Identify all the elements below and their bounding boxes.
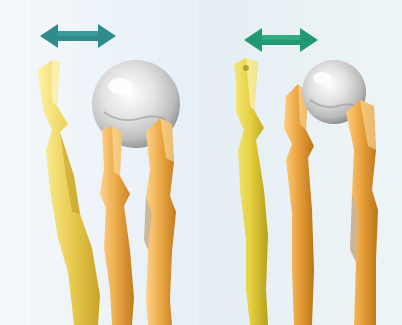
right-panel-illustration	[210, 0, 402, 325]
right-panel	[210, 0, 402, 325]
left-panel	[0, 0, 210, 325]
left-panel-illustration	[0, 0, 210, 325]
